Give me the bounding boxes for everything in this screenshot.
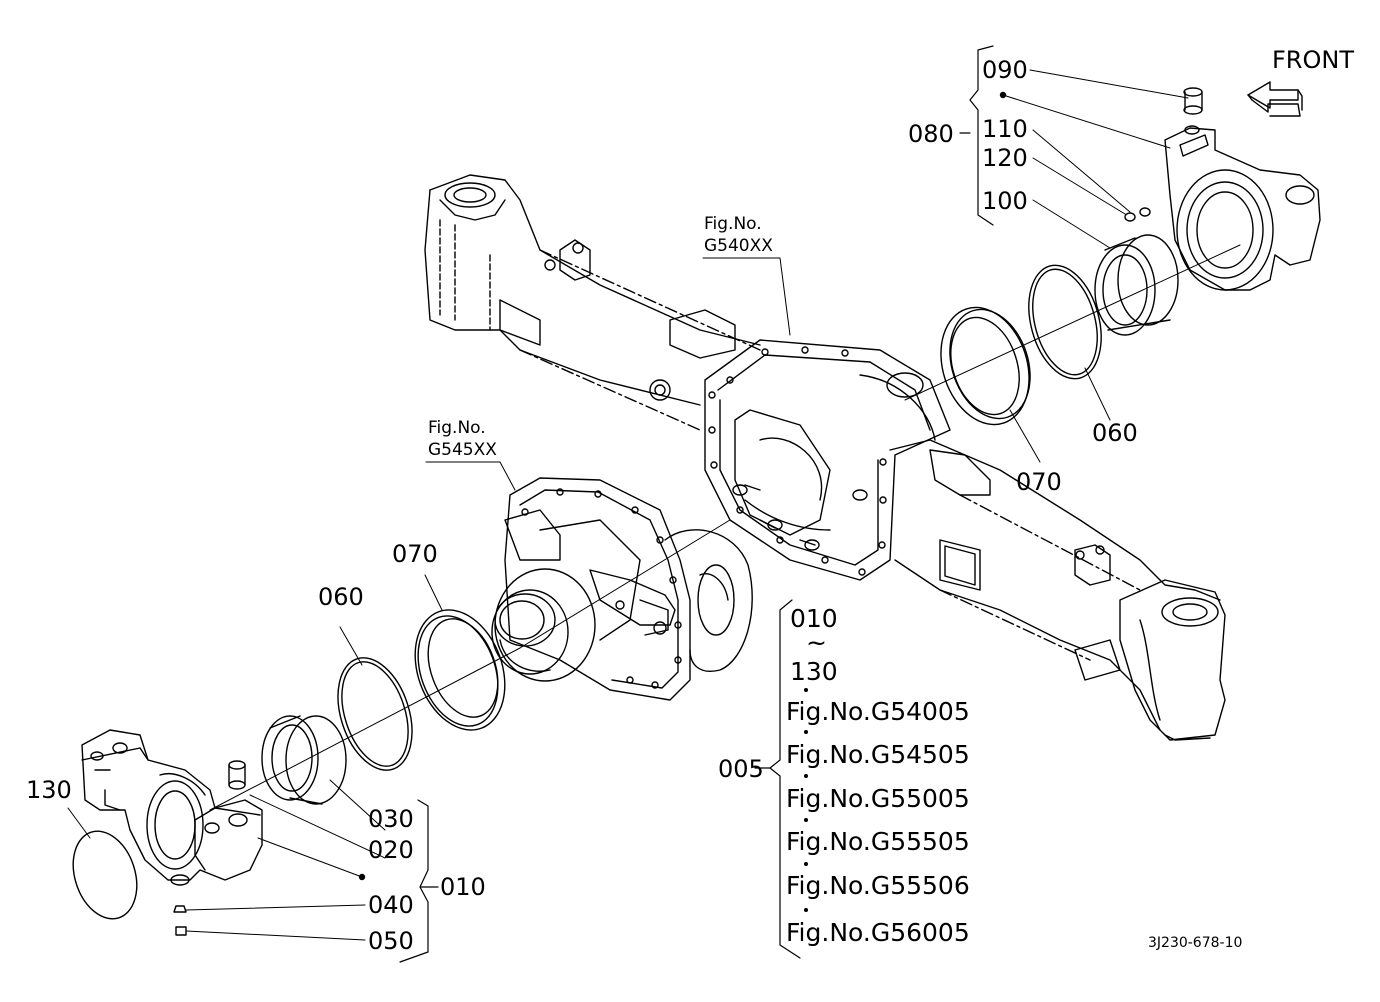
- group-figure-6: Fig.No.G56005: [786, 918, 970, 947]
- callout-060-bottom: 060: [318, 583, 364, 611]
- group-figure-2: Fig.No.G54505: [786, 740, 970, 769]
- callout-070-top: 070: [1016, 468, 1062, 496]
- callout-090: 090: [982, 56, 1028, 84]
- fig-ref-g540-no: Fig.No.: [704, 214, 762, 234]
- callout-010: 010: [440, 873, 486, 901]
- group-range-from: 010: [790, 604, 838, 633]
- fig-ref-leaders: [425, 257, 791, 491]
- bottom-left-parts: [67, 519, 731, 963]
- callout-110: 110: [982, 115, 1028, 143]
- callout-080: 080: [908, 120, 954, 148]
- callout-130: 130: [26, 776, 72, 804]
- callout-120: 120: [982, 144, 1028, 172]
- group-005-bracket: [754, 599, 801, 959]
- group-005-dots: [804, 688, 808, 912]
- callout-070-bottom: 070: [392, 540, 438, 568]
- drawing-code: 3J230-678-10: [1148, 935, 1243, 951]
- callout-100: 100: [982, 187, 1028, 215]
- callout-040: 040: [368, 891, 414, 919]
- group-figure-1: Fig.No.G54005: [786, 697, 970, 726]
- axle-housing: [424, 174, 1226, 741]
- callout-050: 050: [368, 927, 414, 955]
- group-range-tilde: ~: [806, 628, 827, 657]
- callout-060-top: 060: [1092, 419, 1138, 447]
- fig-ref-g545-no: Fig.No.: [428, 418, 486, 438]
- front-label: FRONT: [1272, 46, 1354, 74]
- fig-ref-g545-code: G545XX: [428, 440, 497, 460]
- group-range-to: 130: [790, 657, 838, 686]
- group-figure-4: Fig.No.G55505: [786, 827, 970, 856]
- front-arrow-icon: [1247, 81, 1303, 117]
- fig-ref-g540-code: G540XX: [704, 236, 773, 256]
- callout-020: 020: [368, 836, 414, 864]
- callout-030: 030: [368, 805, 414, 833]
- group-figure-3: Fig.No.G55005: [786, 784, 970, 813]
- group-figure-5: Fig.No.G55506: [786, 871, 970, 900]
- fig-ref-g545: Fig.No. G545XX: [428, 417, 497, 461]
- fig-ref-g540: Fig.No. G540XX: [704, 213, 773, 257]
- top-right-parts: [904, 45, 1321, 463]
- reduction-housing: [491, 477, 753, 701]
- group-005-label: 005: [718, 755, 764, 783]
